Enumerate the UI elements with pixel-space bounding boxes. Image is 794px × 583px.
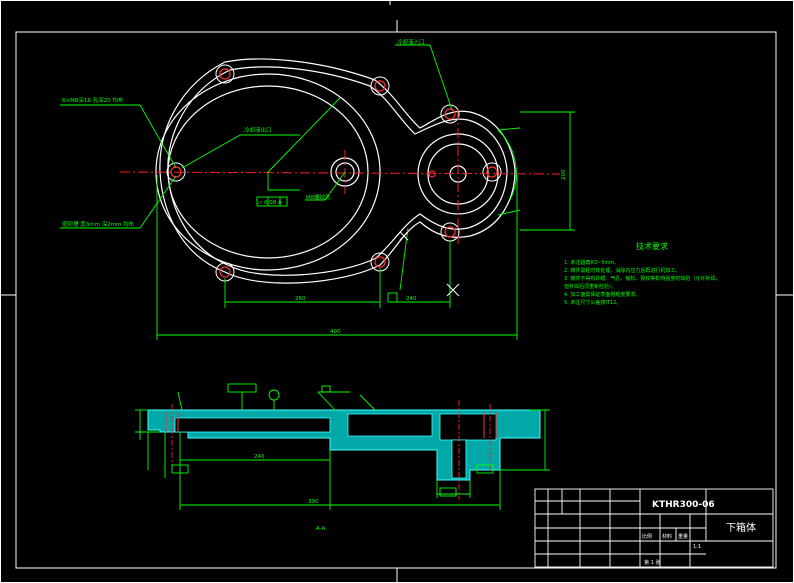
bolt-hole — [486, 166, 498, 178]
top-view-dimensions — [60, 44, 575, 340]
housing-inner-outline — [167, 66, 508, 276]
section-centerlines — [171, 400, 491, 500]
bolt-hole — [444, 226, 456, 238]
section-holes — [165, 412, 497, 438]
bolt-bosses — [166, 64, 502, 282]
title-block-text: KTHR300-06 下箱体 比例 1:1 材料 重量 第 1 张 — [642, 500, 756, 566]
dim-height: 200 — [561, 169, 567, 180]
section-view — [147, 400, 541, 500]
inlet-callout: 冷却液入口 — [397, 38, 425, 46]
bolt-hole — [219, 266, 231, 278]
bolt-hole-note: 6×M8深16 孔深20 均布 — [62, 96, 124, 104]
drawing-number: KTHR300-06 — [652, 500, 715, 510]
title-block — [534, 488, 774, 568]
weight-label: 重量 — [678, 533, 688, 540]
sheet-label: 第 1 张 — [644, 559, 660, 566]
top-view — [155, 58, 516, 284]
dim-bolt-spacing: 260 — [295, 296, 306, 302]
tech-req-item: 4. 加工面需保证表面粗糙度要求。 — [564, 291, 640, 298]
section-dimensions — [135, 383, 550, 510]
flatness-frame: ▱ 0.08 A — [258, 200, 282, 206]
bolt-holes — [170, 68, 498, 278]
bolt-hole — [219, 68, 231, 80]
outlet-callout: 冷却液出口 — [244, 126, 272, 134]
technical-requirements: 技术要求 1. 未注圆角R3~5mm。 2. 铸件需经时效处理，消除内应力后再进… — [564, 241, 720, 306]
material-label: 材料 — [662, 533, 672, 540]
scale-value: 1:1 — [693, 544, 701, 550]
bolt-hole — [428, 170, 436, 178]
scale-label: 比例 — [642, 533, 652, 540]
tech-req-item: 但补焊后须重新检验）。 — [564, 283, 617, 290]
bolt-hole — [374, 80, 386, 92]
part-name: 下箱体 — [726, 521, 756, 534]
top-view-labels: 冷却液入口 冷却液出口 6×M8深16 孔深20 均布 密封槽 宽3mm 深2m… — [62, 38, 567, 335]
section-cavity-pump — [439, 413, 497, 441]
dim-overall-width: 400 — [330, 329, 341, 335]
section-label: A-A — [316, 526, 326, 532]
tech-req-item: 5. 未注尺寸公差按IT12。 — [564, 299, 621, 306]
drawing-frame — [15, 31, 777, 569]
section-cut-mark — [399, 231, 460, 297]
section-cavity-main — [174, 417, 331, 433]
thread-note: M8螺纹孔 — [306, 193, 331, 201]
main-cavity-inner — [167, 85, 369, 259]
dim-pump-offset: 240 — [406, 296, 417, 302]
dim-section-total: 390 — [308, 499, 319, 505]
seal-note: 密封槽 宽3mm 深2mm 均布 — [62, 220, 135, 228]
tech-req-item: 1. 未注圆角R3~5mm。 — [564, 259, 619, 266]
main-cavity-outer — [155, 73, 381, 271]
tech-req-item: 2. 铸件需经时效处理，消除内应力后再进行机加工。 — [564, 267, 680, 274]
tech-req-title: 技术要求 — [636, 241, 668, 251]
tech-req-item: 3. 铸件不得有砂眼、气孔、缩松、裂纹等影响强度的缺陷（允许补焊， — [564, 275, 720, 282]
dim-section-inner: 240 — [254, 454, 265, 460]
section-labels: 390 240 A-A — [254, 454, 326, 532]
section-cavity-mid — [347, 413, 433, 437]
bolt-hole — [444, 108, 456, 120]
bolt-hole — [374, 256, 386, 268]
